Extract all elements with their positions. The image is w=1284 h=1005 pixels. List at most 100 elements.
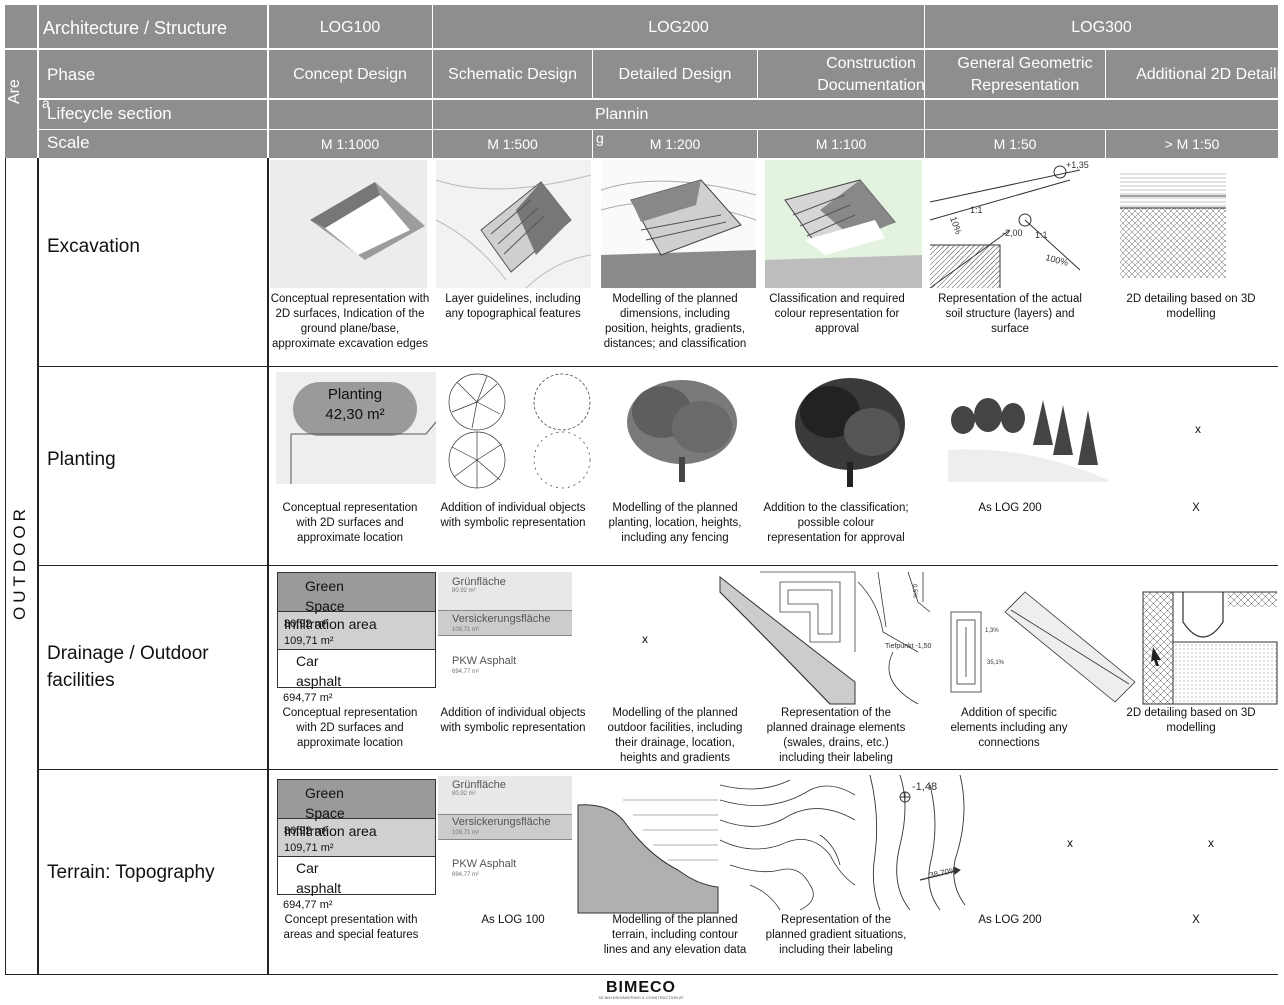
drainage-caption-3: Modelling of the planned outdoor facilit… bbox=[607, 707, 743, 764]
drainage-detail-figure bbox=[1142, 591, 1278, 705]
footer-tagline: 3D BIM ENGINEERING & CONSTRUCTION AT bbox=[598, 995, 684, 1000]
drain-green-space: Green Space bbox=[305, 578, 345, 614]
drainage-caption-1: Conceptual representation with 2D surfac… bbox=[282, 707, 418, 749]
excavation-caption-1: Conceptual representation with 2D surfac… bbox=[270, 293, 430, 350]
excavation-concept-figure bbox=[270, 160, 427, 288]
terrain-gradient-figure: -1,48 38,70% bbox=[869, 774, 966, 911]
phase-schematic: Schematic Design bbox=[448, 66, 577, 83]
planting-caption-1: Conceptual representation with 2D surfac… bbox=[282, 502, 418, 544]
footer-logo: BIMECO bbox=[606, 979, 676, 996]
drain-g1-area: 80,92 m² bbox=[452, 588, 476, 594]
terrain-green-space: Green Space bbox=[305, 785, 345, 821]
drain-pct: 0,5% bbox=[911, 584, 917, 598]
excavation-detailed-figure bbox=[600, 160, 757, 288]
anno-ratio2: 1:1 bbox=[1035, 230, 1048, 240]
terrain-g3-area: 694,77 m² bbox=[452, 872, 480, 878]
terrain-general-x: x bbox=[1067, 836, 1073, 850]
excavation-detail-figure bbox=[1120, 172, 1226, 278]
excavation-caption-4: Classification and required colour repre… bbox=[769, 293, 905, 335]
terrain-infiltration-prefix: 80,92 m² bbox=[284, 825, 328, 837]
planting-forest-figure bbox=[948, 390, 1108, 482]
sidebar-outdoor-label: OUTDOOR bbox=[10, 505, 29, 620]
drainage-caption-5: Addition of specific elements including … bbox=[950, 707, 1068, 749]
terrain-contour-figure bbox=[719, 779, 856, 911]
excavation-general-figure: +1,35 1:1 1:1 -2,00 10% 100% bbox=[929, 160, 1090, 289]
scale-50: M 1:50 bbox=[993, 136, 1037, 152]
drainage-specific-figure: 1,3% 35,1% bbox=[950, 591, 1136, 703]
terrain-g3: PKW Asphalt bbox=[452, 858, 517, 870]
drain-tiefpunkt: Tiefpunkt -1,50 bbox=[885, 643, 932, 650]
log-level-100: LOG100 bbox=[319, 19, 381, 36]
row-title-terrain: Terrain: Topography bbox=[47, 862, 215, 883]
terrain-gradient-label: 38,70% bbox=[929, 866, 957, 880]
planting-symbols-figure bbox=[448, 373, 591, 489]
drain-s1: 1,3% bbox=[985, 628, 999, 634]
terrain-g1-area: 80,92 m² bbox=[452, 791, 476, 797]
terrain-g2: Versickerungsfläche bbox=[452, 816, 551, 828]
anno-ratio1: 1:1 bbox=[970, 205, 983, 215]
planting-concept-figure bbox=[276, 372, 437, 484]
drain-g3-area: 694,77 m² bbox=[452, 669, 480, 675]
excavation-caption-6: 2D detailing based on 3D modelling bbox=[1126, 293, 1256, 320]
scale-gt-50: > M 1:50 bbox=[1164, 136, 1220, 152]
planting-caption-5: As LOG 200 bbox=[978, 502, 1042, 514]
phase-general-geometric: General Geometric Representation bbox=[957, 55, 1093, 94]
row-title-drainage: Drainage / Outdoor facilities bbox=[47, 643, 209, 691]
drain-s2: 35,1% bbox=[987, 660, 1005, 666]
drain-infiltration: Infiltration area bbox=[284, 616, 377, 632]
excavation-caption-3: Modelling of the planned dimensions, inc… bbox=[603, 293, 747, 350]
excavation-construction-figure bbox=[765, 160, 922, 288]
phase-detailed: Detailed Design bbox=[618, 66, 732, 83]
terrain-infiltration: Infiltration area bbox=[284, 823, 377, 839]
scale-100: M 1:100 bbox=[815, 136, 867, 152]
phase-label: Phase bbox=[47, 65, 96, 84]
header-band bbox=[5, 5, 1278, 158]
drainage-caption-4: Representation of the planned drainage e… bbox=[766, 707, 906, 764]
drain-g1: Grünfläche bbox=[452, 576, 506, 588]
terrain-section-figure bbox=[577, 775, 719, 914]
area-label-suffix: a bbox=[42, 95, 50, 111]
planting-tree-detailed-figure bbox=[627, 380, 737, 482]
drain-car-area: 694,77 m² bbox=[283, 692, 333, 704]
planting-caption-2: Addition of individual objects with symb… bbox=[440, 502, 586, 529]
row-title-planting: Planting bbox=[47, 449, 116, 470]
planting-caption-4: Addition to the classification; possible… bbox=[763, 502, 909, 544]
planting-area-value: 42,30 m² bbox=[325, 406, 385, 423]
terrain-caption-2: As LOG 100 bbox=[481, 914, 545, 926]
drainage-plan-figure: Tiefpunkt -1,50 0,5% bbox=[857, 571, 932, 705]
scale-1000: M 1:1000 bbox=[320, 136, 380, 152]
terrain-elevation: -1,48 bbox=[912, 781, 937, 793]
terrain-g1: Grünfläche bbox=[452, 779, 506, 791]
area-label: Are bbox=[6, 79, 23, 104]
anno-depth: -2,00 bbox=[1002, 228, 1023, 238]
terrain-caption-5: As LOG 200 bbox=[978, 914, 1042, 926]
terrain-caption-3: Modelling of the planned terrain, includ… bbox=[603, 914, 747, 956]
planting-log300-x: x bbox=[1195, 422, 1201, 436]
scale-200: M 1:200 bbox=[649, 136, 701, 152]
planting-caption-6: X bbox=[1192, 502, 1200, 514]
lifecycle-suffix: g bbox=[596, 130, 604, 146]
terrain-g2-area: 109,71 m² bbox=[452, 830, 480, 836]
drainage-caption-2: Addition of individual objects with symb… bbox=[440, 707, 586, 734]
planting-area-label: Planting bbox=[327, 386, 383, 403]
scale-label: Scale bbox=[47, 133, 90, 152]
drain-g2-area: 109,71 m² bbox=[452, 627, 480, 633]
terrain-infiltration-area: 109,71 m² bbox=[284, 842, 334, 854]
drain-infiltration-area: 109,71 m² bbox=[284, 635, 334, 647]
lifecycle-value: Plannin bbox=[595, 106, 649, 123]
planting-caption-3: Modelling of the planned planting, locat… bbox=[608, 502, 742, 544]
phase-construction: Construction Documentation bbox=[817, 55, 925, 94]
terrain-caption-4: Representation of the planned gradient s… bbox=[765, 914, 907, 956]
scale-500: M 1:500 bbox=[487, 136, 538, 152]
drain-detailed-x: x bbox=[642, 632, 648, 646]
terrain-car-area: 694,77 m² bbox=[283, 899, 333, 911]
excavation-caption-2: Layer guidelines, including any topograp… bbox=[445, 293, 581, 320]
row-title-excavation: Excavation bbox=[47, 236, 140, 257]
terrain-car-asphalt: Car asphalt bbox=[296, 860, 342, 896]
excavation-caption-5: Representation of the actual soil struct… bbox=[938, 293, 1082, 335]
drain-g2: Versickerungsfläche bbox=[452, 613, 551, 625]
excavation-schematic-figure bbox=[435, 160, 592, 289]
drain-infiltration-prefix: 80,92 m² bbox=[284, 618, 328, 630]
corner-label: Architecture / Structure bbox=[43, 18, 228, 38]
lifecycle-label: Lifecycle section bbox=[47, 104, 172, 123]
